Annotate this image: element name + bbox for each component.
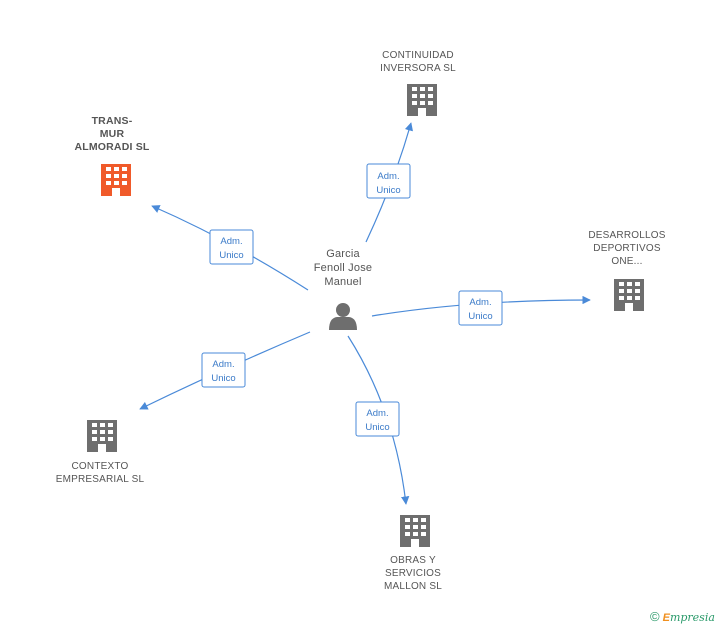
- relation-badge-transmur[interactable]: Adm. Unico: [209, 229, 254, 265]
- company-name-line: DESARROLLOS: [588, 230, 666, 241]
- brand-name: mpresia: [669, 611, 715, 624]
- relation-role-line: Unico: [219, 250, 243, 261]
- company-name-line: MUR: [99, 128, 125, 140]
- relation-role-line: Adm.: [220, 236, 242, 247]
- relation-badge-obras[interactable]: Adm. Unico: [355, 401, 400, 437]
- company-name-line: OBRAS Y: [390, 555, 436, 566]
- person-name-line: Manuel: [324, 276, 362, 288]
- brand-initial: E: [662, 612, 670, 624]
- relation-role-line: Unico: [365, 422, 389, 433]
- person-name-line: Garcia: [326, 248, 360, 260]
- company-name-line: SERVICIOS: [384, 568, 442, 579]
- company-label-continuidad[interactable]: CONTINUIDAD INVERSORA SL: [358, 49, 478, 75]
- company-label-transmur[interactable]: TRANS- MUR ALMORADI SL: [57, 115, 167, 154]
- company-label-obras[interactable]: OBRAS Y SERVICIOS MALLON SL: [358, 554, 468, 593]
- company-name-line: ALMORADI SL: [74, 141, 150, 153]
- company-name-line: CONTEXTO: [71, 461, 129, 472]
- relation-role-line: Adm.: [377, 171, 399, 182]
- relation-role-line: Adm.: [469, 297, 491, 308]
- person-name-label[interactable]: Garcia Fenoll Jose Manuel: [298, 247, 388, 289]
- building-icon[interactable]: [87, 420, 117, 452]
- person-name-line: Fenoll Jose: [313, 262, 373, 274]
- relation-badge-contexto[interactable]: Adm. Unico: [201, 352, 246, 388]
- building-icon[interactable]: [407, 84, 437, 116]
- company-name-line: CONTINUIDAD: [382, 50, 454, 61]
- relation-badge-desarrollos[interactable]: Adm. Unico: [458, 290, 503, 326]
- company-name-line: MALLON SL: [384, 581, 442, 592]
- company-label-desarrollos[interactable]: DESARROLLOS DEPORTIVOS ONE...: [572, 229, 682, 268]
- relation-role-line: Unico: [211, 373, 235, 384]
- building-icon[interactable]: [101, 164, 131, 196]
- company-name-line: DEPORTIVOS: [593, 243, 661, 254]
- company-name-line: INVERSORA SL: [380, 63, 456, 74]
- relation-badge-continuidad[interactable]: Adm. Unico: [366, 163, 411, 199]
- relation-role-line: Unico: [468, 311, 492, 322]
- relation-role-line: Adm.: [366, 408, 388, 419]
- building-icon[interactable]: [400, 515, 430, 547]
- company-name-line: ONE...: [611, 256, 643, 267]
- relation-role-line: Unico: [376, 185, 400, 196]
- company-name-line: EMPRESARIAL SL: [55, 474, 145, 485]
- company-name-line: TRANS-: [91, 115, 133, 127]
- relation-role-line: Adm.: [212, 359, 234, 370]
- company-label-contexto[interactable]: CONTEXTO EMPRESARIAL SL: [45, 460, 155, 486]
- person-icon[interactable]: [329, 303, 357, 330]
- brand-watermark: ©Empresia: [650, 609, 715, 624]
- copyright-symbol: ©: [650, 609, 660, 624]
- building-icon[interactable]: [614, 279, 644, 311]
